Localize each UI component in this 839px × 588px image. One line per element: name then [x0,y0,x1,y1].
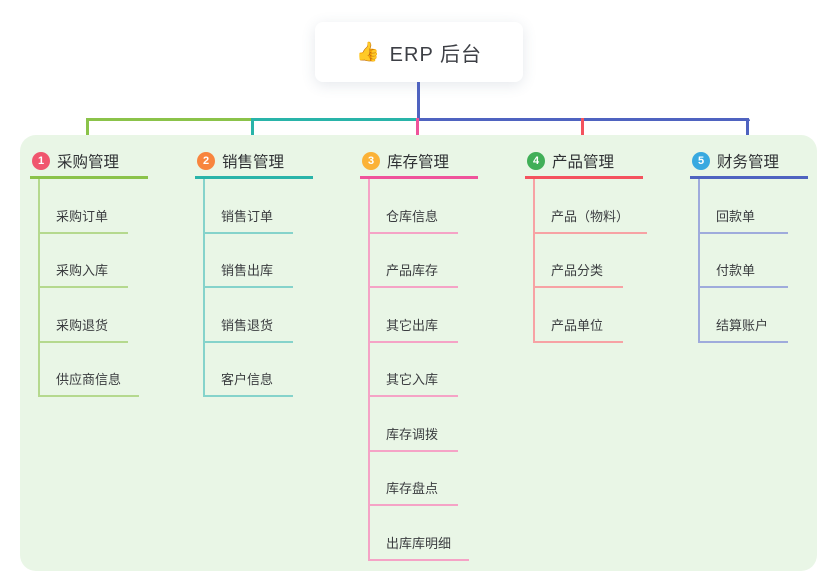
branch-inventory: 3 库存管理 仓库信息 产品库存 其它出库 其它入库 库存调拨 库存盘点 出库库… [360,150,478,561]
child-node[interactable]: 仓库信息 [370,179,458,234]
connector-drop-purchase [86,118,89,151]
branch-number-badge: 5 [692,152,710,170]
connector-drop-inventory [416,118,419,151]
branch-purchase: 1 采购管理 采购订单 采购入库 采购退货 供应商信息 [30,150,148,397]
branch-label: 产品管理 [552,154,615,171]
root-node[interactable]: 👍 ERP 后台 [315,22,523,82]
child-node[interactable]: 采购入库 [40,234,128,288]
child-node[interactable]: 库存盘点 [370,452,458,506]
branch-header-inventory[interactable]: 3 库存管理 [360,150,478,179]
thumbs-up-icon: 👍 [356,41,380,63]
child-node[interactable]: 产品库存 [370,234,458,288]
branch-number-badge: 2 [197,152,215,170]
root-connector-line [417,82,420,118]
branch-number-badge: 1 [32,152,50,170]
branch-product: 4 产品管理 产品（物料） 产品分类 产品单位 [525,150,648,343]
child-node[interactable]: 产品分类 [535,234,623,288]
connector-drop-finance [746,118,749,151]
connector-bus-segment-blue [418,118,750,121]
child-node[interactable]: 结算账户 [700,288,788,343]
child-node[interactable]: 客户信息 [205,343,293,397]
child-node[interactable]: 回款单 [700,179,788,234]
child-node[interactable]: 付款单 [700,234,788,288]
child-node[interactable]: 出库库明细 [370,506,470,561]
branch-children: 采购订单 采购入库 采购退货 供应商信息 [38,179,148,397]
branch-children: 回款单 付款单 结算账户 [698,179,808,343]
branch-header-finance[interactable]: 5 财务管理 [690,150,808,179]
child-node[interactable]: 供应商信息 [40,343,140,397]
branch-number-badge: 4 [527,152,545,170]
branch-label: 采购管理 [57,154,120,171]
branch-header-sales[interactable]: 2 销售管理 [195,150,313,179]
branch-children: 销售订单 销售出库 销售退货 客户信息 [203,179,313,397]
child-node[interactable]: 其它入库 [370,343,458,397]
child-node[interactable]: 采购订单 [40,179,128,234]
connector-bus-segment-green [86,118,253,121]
child-node[interactable]: 销售出库 [205,234,293,288]
root-title: ERP 后台 [389,43,482,66]
child-node[interactable]: 其它出库 [370,288,458,343]
branch-children: 仓库信息 产品库存 其它出库 其它入库 库存调拨 库存盘点 出库库明细 [368,179,478,561]
child-node[interactable]: 产品单位 [535,288,623,343]
child-node[interactable]: 销售退货 [205,288,293,343]
child-node[interactable]: 采购退货 [40,288,128,343]
branch-header-purchase[interactable]: 1 采购管理 [30,150,148,179]
connector-drop-product [581,118,584,151]
branch-header-product[interactable]: 4 产品管理 [525,150,643,179]
connector-drop-sales [251,118,254,151]
branch-label: 财务管理 [717,154,780,171]
child-node[interactable]: 产品（物料） [535,179,648,234]
branch-sales: 2 销售管理 销售订单 销售出库 销售退货 客户信息 [195,150,313,397]
branch-finance: 5 财务管理 回款单 付款单 结算账户 [690,150,808,343]
connector-bus-segment-teal [253,118,418,121]
branch-label: 库存管理 [387,154,450,171]
child-node[interactable]: 销售订单 [205,179,293,234]
branches-panel: 1 采购管理 采购订单 采购入库 采购退货 供应商信息 2 销售管理 销售订单 … [20,135,817,571]
branch-children: 产品（物料） 产品分类 产品单位 [533,179,648,343]
branch-label: 销售管理 [222,154,285,171]
branch-number-badge: 3 [362,152,380,170]
child-node[interactable]: 库存调拨 [370,397,458,452]
